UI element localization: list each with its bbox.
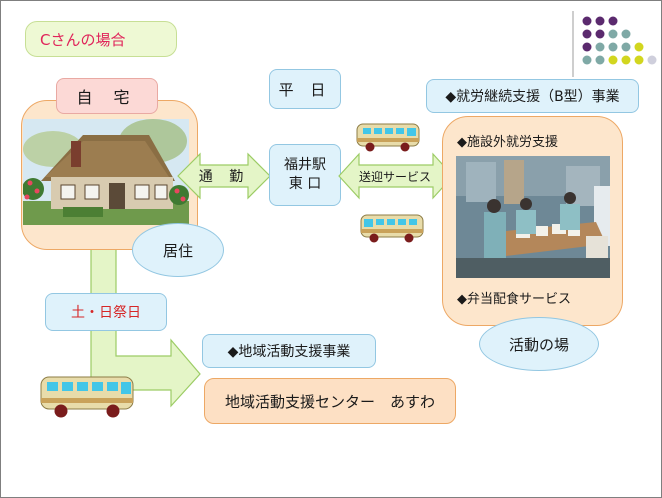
case-label: Cさんの場合 (25, 21, 177, 57)
offsite-support-label: ◆施設外就労支援 (457, 135, 558, 150)
station-exit: 東 口 (288, 176, 322, 192)
dots-decoration-icon (572, 11, 657, 77)
house-illustration (23, 119, 189, 225)
home-label: 自 宅 (56, 78, 158, 114)
residence-ellipse: 居住 (132, 223, 224, 277)
weekday-label: 平 日 (269, 69, 341, 109)
bus-icon (356, 123, 420, 152)
program-title: ◆就労継続支援（B型）事業 (426, 79, 639, 113)
workers-photo (456, 156, 610, 278)
commute-label: 通 勤 (198, 169, 250, 185)
bus-icon (40, 376, 134, 418)
weekend-label: 土・日祭日 (45, 293, 167, 331)
community-center-box: 地域活動支援センター あすわ (204, 378, 456, 424)
activity-place-ellipse: 活動の場 (479, 317, 599, 371)
shuttle-label: 送迎サービス (358, 169, 431, 184)
bento-service-label: ◆弁当配食サービス (457, 292, 571, 307)
community-support-title: ◆地域活動支援事業 (202, 334, 376, 368)
station-name: 福井駅 (284, 157, 326, 174)
station-box: 福井駅 東 口 (269, 144, 341, 206)
bus-icon (360, 214, 424, 243)
